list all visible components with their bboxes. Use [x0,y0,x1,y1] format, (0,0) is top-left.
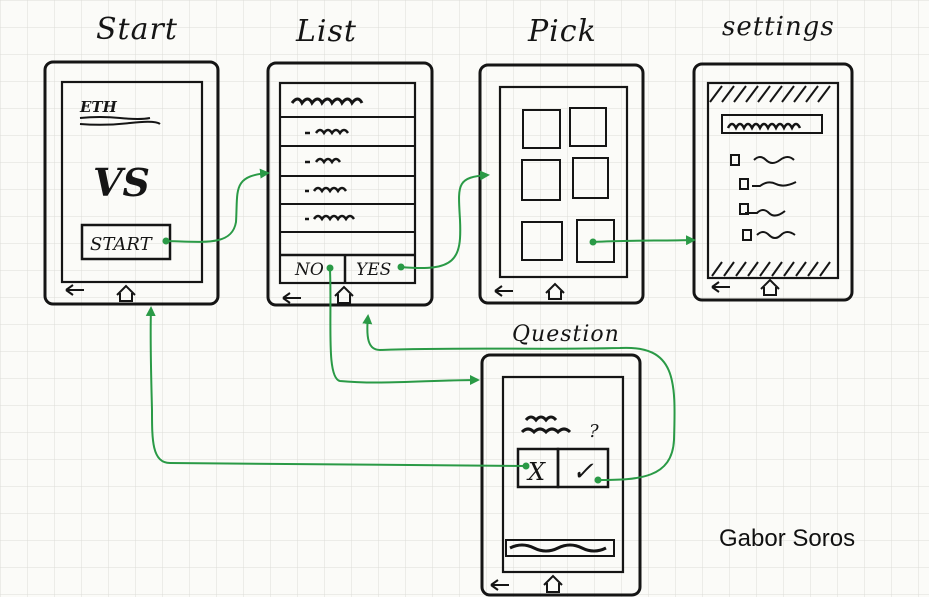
settings-back-icon [711,281,730,293]
pick-grid-tile[interactable] [572,157,609,199]
start-button-label[interactable]: START [90,234,154,255]
flow-arrows [145,168,696,481]
list-back-icon [282,292,301,304]
list-item-scribble [305,157,342,165]
pick-title: Pick [528,14,597,49]
settings-option-scribble [752,181,797,187]
question-no-symbol[interactable]: X [526,458,546,486]
settings-home-icon[interactable] [760,278,780,296]
settings-option-scribble [756,231,796,239]
question-display [501,375,625,574]
question-yes-box[interactable] [556,447,610,489]
arrow-origin-dot [589,238,597,246]
settings-checkbox[interactable] [739,178,749,190]
start-display [60,80,204,284]
settings-display [706,81,840,280]
settings-option-scribble [745,209,786,217]
list-item-scribble [305,186,348,194]
arrow-origin-dot [162,237,170,245]
arrow-pick-to-settings [592,235,696,246]
question-footer-scribble [509,543,607,553]
question-yes-symbol[interactable]: ✓ [572,457,594,487]
question-text-scribble [520,415,572,435]
settings-checkbox[interactable] [739,203,749,215]
arrow-origin-dot [594,476,602,484]
list-display [278,81,417,285]
list-screen [266,61,434,307]
start-screen [43,60,220,306]
question-device-frame [480,353,642,597]
list-yes-button[interactable]: YES [356,260,391,280]
settings-option-scribble [753,156,795,164]
pick-home-icon[interactable] [545,282,565,300]
settings-checkbox[interactable] [742,229,752,241]
arrow-question-no-to-start [145,306,527,467]
settings-hatched-footer [711,261,831,277]
list-title: List [296,14,357,49]
pick-grid-tile[interactable] [521,159,561,201]
start-vs-label: VS [93,160,150,205]
settings-checkbox[interactable] [730,154,740,166]
pick-grid-tile[interactable] [522,109,561,149]
list-item-scribble [305,214,356,222]
list-device-frame [266,61,434,307]
arrow-yes-to-pick [400,170,490,269]
arrow-start-to-list [165,168,270,243]
question-screen [480,353,642,597]
start-eth-underline [79,116,161,126]
arrow-origin-dot [522,462,530,470]
pick-display [498,85,629,279]
start-eth-label: ETH [79,98,118,116]
arrow-origin-dot [397,263,405,271]
pick-screen [478,63,645,305]
pick-grid-tile[interactable] [521,221,563,261]
list-no-button[interactable]: NO [294,260,324,280]
pick-back-icon [494,285,513,297]
question-back-icon [490,579,509,591]
settings-hatched-header [709,85,831,103]
question-footer-bar [505,539,615,557]
pick-grid-tile[interactable] [569,107,607,147]
start-back-icon [65,284,84,296]
arrow-no-to-question [329,269,480,386]
settings-device-frame [692,62,854,302]
settings-title-scribble [726,122,802,131]
arrow-origin-dot [326,264,334,272]
list-item-scribble [305,128,350,136]
question-home-icon[interactable] [543,574,563,593]
arrow-question-yes-to-list [362,314,676,481]
pick-device-frame [478,63,645,305]
question-title: Question [512,322,620,347]
settings-title: settings [722,12,835,42]
start-title: Start [96,12,178,47]
flow-arrow-dots [162,237,602,484]
start-device-frame [43,60,220,306]
list-header-scribble [290,97,364,106]
settings-title-field[interactable] [721,114,823,134]
question-mark-label: ? [589,421,599,442]
settings-screen [692,62,854,302]
list-home-icon[interactable] [334,285,354,304]
start-home-icon[interactable] [116,284,136,302]
author-credit: Gabor Soros [719,525,856,552]
